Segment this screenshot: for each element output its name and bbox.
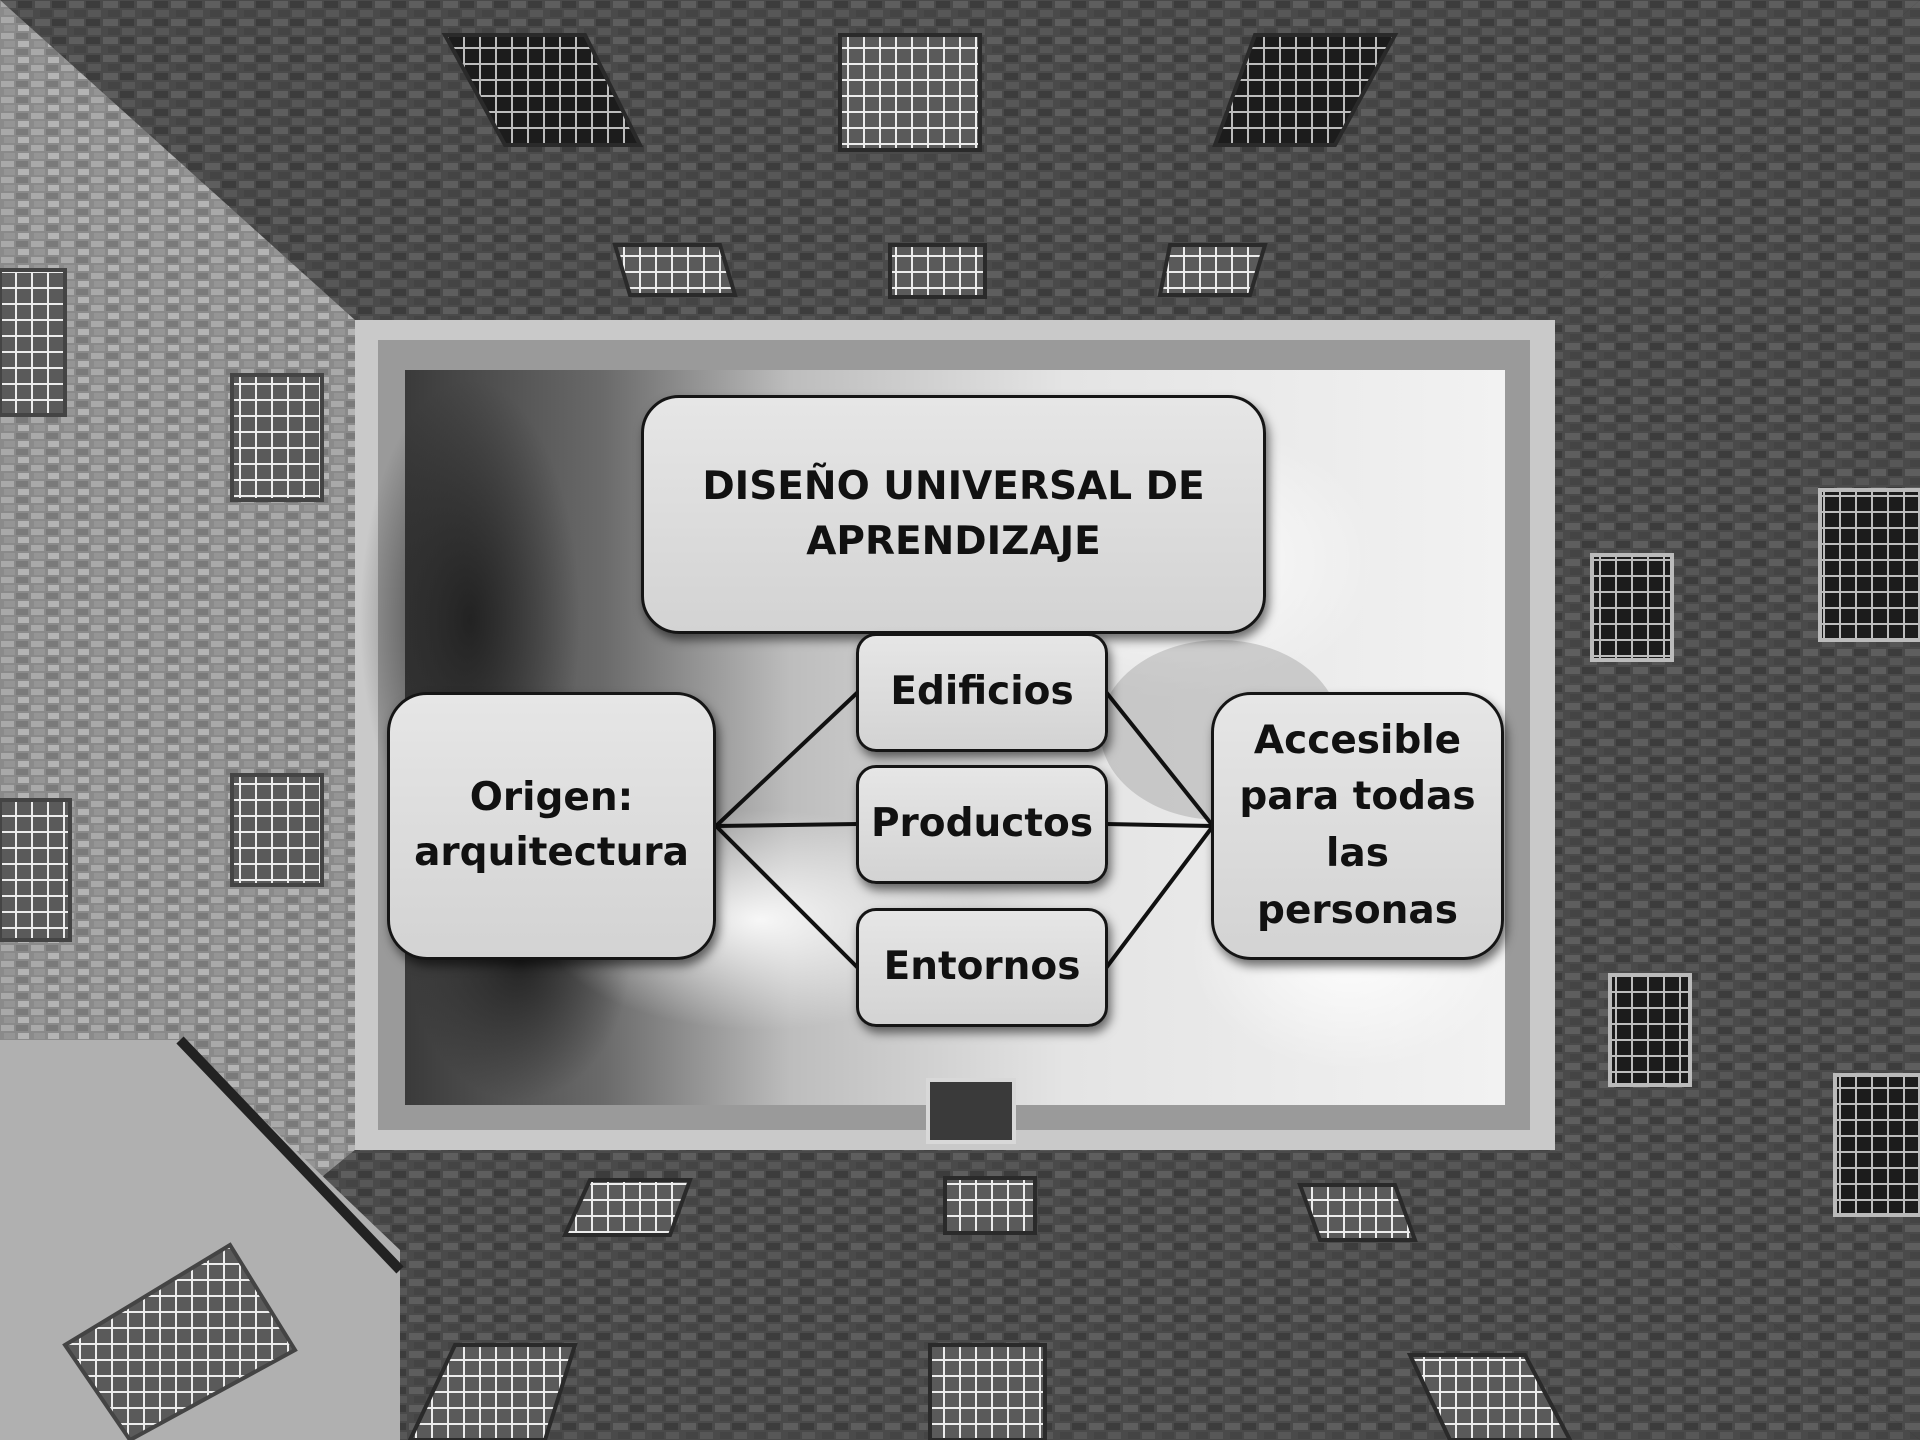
item-label: Edificios: [890, 669, 1074, 715]
item-node-edificios: Edificios: [856, 633, 1108, 752]
title-node: DISEÑO UNIVERSAL DE APRENDIZAJE: [641, 395, 1266, 634]
outcome-line-4: personas: [1257, 887, 1458, 933]
item-label: Entornos: [883, 944, 1081, 990]
outcome-line-1: Accesible: [1253, 717, 1462, 763]
connector-edificios-accesible: [1104, 690, 1215, 828]
connector-entornos-accesible: [1104, 824, 1215, 970]
item-node-productos: Productos: [856, 765, 1108, 884]
title-line-1: DISEÑO UNIVERSAL DE: [702, 463, 1205, 509]
outcome-node: Accesible para todas las personas: [1211, 692, 1504, 960]
connector-productos-accesible: [1104, 822, 1215, 828]
origin-node: Origen: arquitectura: [387, 692, 716, 960]
outcome-line-2: para todas: [1239, 774, 1476, 820]
connector-origin-entornos: [714, 824, 860, 970]
outcome-line-3: las: [1326, 831, 1389, 876]
connector-origin-edificios: [714, 690, 860, 828]
item-node-entornos: Entornos: [856, 908, 1108, 1027]
item-label: Productos: [870, 801, 1094, 847]
title-line-2: APRENDIZAJE: [806, 518, 1101, 564]
origin-line-1: Origen:: [469, 775, 634, 821]
origin-line-2: arquitectura: [414, 830, 689, 875]
connector-origin-productos: [714, 822, 860, 828]
